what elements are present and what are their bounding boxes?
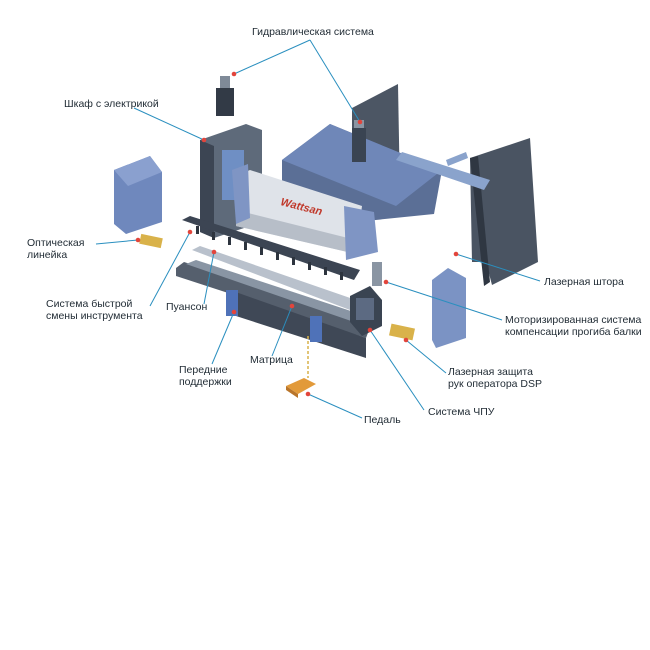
upper-beam-right-cap xyxy=(344,206,378,260)
optical-ruler xyxy=(139,233,163,249)
callout-lines xyxy=(95,39,541,419)
clamp-rail xyxy=(182,216,360,280)
label-dsp-laser-protection: Лазерная защита рук оператора DSP xyxy=(448,366,543,390)
die-tool xyxy=(186,260,360,322)
dsp-laser-unit xyxy=(389,323,415,341)
label-cnc-system: Система ЧПУ xyxy=(428,406,495,418)
hydraulic-cylinder xyxy=(352,128,366,162)
label-front-supports: Передние поддержки xyxy=(179,364,232,388)
label-hydraulic-system: Гидравлическая система xyxy=(252,26,374,38)
label-motorized-crowning: Моторизированная система компенсации про… xyxy=(505,314,642,338)
hydraulic-pump-top xyxy=(216,88,234,116)
foot-pedal xyxy=(286,378,316,394)
hydraulic-valve-top xyxy=(220,76,230,88)
label-punch: Пуансон xyxy=(166,301,208,313)
right-rear-shield xyxy=(432,268,466,348)
right-side-frame xyxy=(470,138,538,285)
cnc-mount xyxy=(372,262,382,286)
clamp-teeth xyxy=(196,226,343,280)
label-quick-tool-change: Система быстрой смены инструмента xyxy=(46,298,143,322)
laser-curtain-bracket xyxy=(446,152,468,166)
lower-table xyxy=(176,262,372,338)
upper-beam-left-cap xyxy=(232,164,250,224)
electrical-cabinet-front xyxy=(200,140,214,238)
label-laser-curtain: Лазерная штора xyxy=(544,276,624,288)
label-electrical-cabinet: Шкаф с электрикой xyxy=(64,98,159,110)
lower-table-body xyxy=(230,290,366,358)
laser-curtain-rail xyxy=(396,152,490,190)
left-guard-cover-top xyxy=(114,156,162,186)
upper-table-top xyxy=(282,124,442,206)
label-pedal: Педаль xyxy=(364,414,401,426)
front-support-left xyxy=(226,290,238,316)
callout-dots xyxy=(135,71,459,397)
upper-beam-shade xyxy=(236,210,356,254)
right-side-frame-edge xyxy=(470,156,490,286)
label-die: Матрица xyxy=(250,354,293,366)
foot-pedal-side xyxy=(286,386,298,398)
front-support-right xyxy=(310,316,322,342)
label-optical-ruler: Оптическая линейка xyxy=(27,237,85,261)
cnc-screen xyxy=(356,298,374,320)
punch-tool xyxy=(192,246,356,310)
